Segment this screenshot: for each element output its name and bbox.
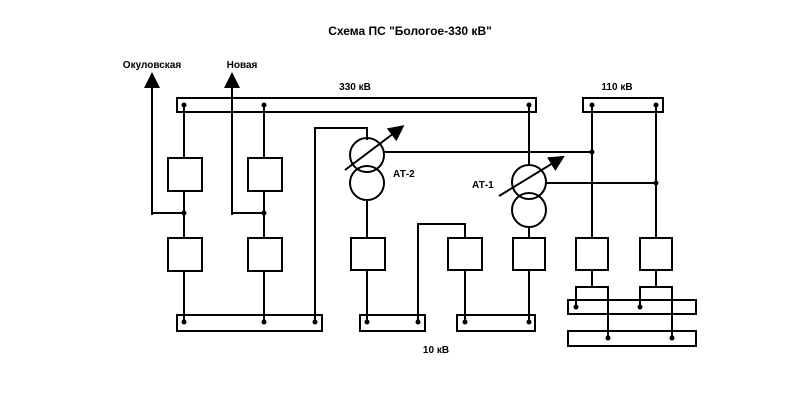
bus-label-10: 10 кВ xyxy=(423,345,449,356)
busbar-110kv-lower-2 xyxy=(567,330,697,347)
busbar-110kv xyxy=(582,97,664,113)
at2-winding-upper xyxy=(349,137,385,173)
bus-label-330: 330 кВ xyxy=(339,82,371,93)
busbar-330kv xyxy=(176,97,537,113)
switch-okulovskaya-lower xyxy=(167,237,203,272)
line-label-okulovskaya: Окуловская xyxy=(123,60,182,71)
switch-at1 xyxy=(512,237,546,271)
transformer-at2 xyxy=(314,125,592,322)
busbar-10kv-section-2 xyxy=(359,314,426,332)
transformer-label-at2: АТ-2 xyxy=(393,169,415,180)
diagram-title: Схема ПС "Бологое-330 кВ" xyxy=(328,24,492,38)
switch-tie xyxy=(447,237,483,271)
at2-tap-arrow xyxy=(344,125,405,171)
busbar-10kv-section-3 xyxy=(456,314,536,332)
junction-dots xyxy=(181,102,675,341)
switch-at2 xyxy=(350,237,386,271)
transformer-label-at1: АТ-1 xyxy=(472,180,494,191)
feeder-okulovskaya xyxy=(144,72,203,320)
feeders-110kv xyxy=(575,105,673,338)
switch-110-1 xyxy=(575,237,609,271)
busbar-10kv-section-1 xyxy=(176,314,323,332)
switch-novaya-upper xyxy=(247,157,283,192)
switch-okulovskaya-upper xyxy=(167,157,203,192)
line-label-novaya: Новая xyxy=(227,60,258,71)
at1-tap-arrow xyxy=(498,155,565,197)
transformer-at1 xyxy=(498,105,656,322)
tie-10kv xyxy=(417,223,483,322)
feeder-novaya xyxy=(224,72,283,320)
switch-110-2 xyxy=(639,237,673,271)
busbar-110kv-lower-1 xyxy=(567,299,697,315)
bus-label-110: 110 кВ xyxy=(601,82,632,93)
switch-novaya-lower xyxy=(247,237,283,272)
